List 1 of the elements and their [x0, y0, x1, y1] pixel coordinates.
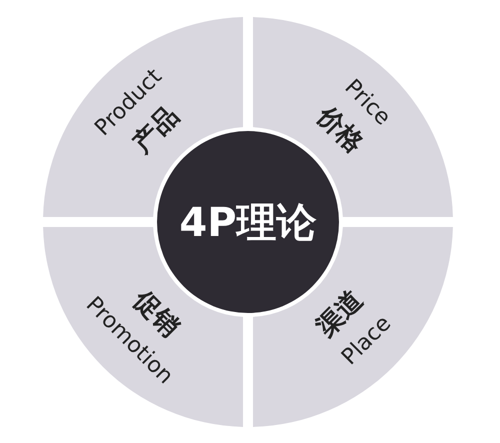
center-title: 4P理论: [179, 198, 317, 248]
